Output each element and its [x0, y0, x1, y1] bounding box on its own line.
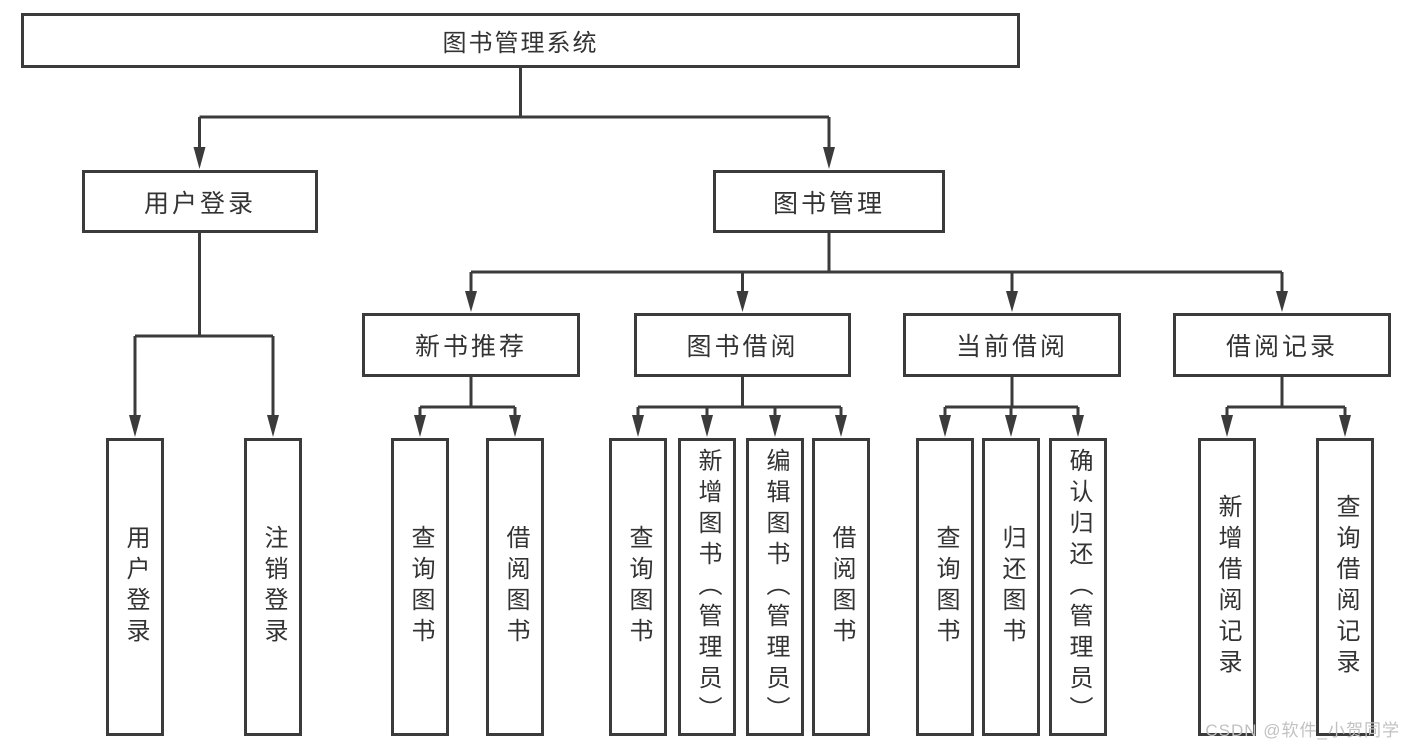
node-label: 借阅记录: [1225, 333, 1338, 361]
arrowheads: [129, 147, 1351, 437]
connector-login-to-leaves: [133, 233, 275, 416]
node-current-borrowing: 当前借阅: [903, 313, 1121, 377]
leaf-borrow-books-recommend: 借阅图书: [486, 438, 544, 736]
leaf-return-books: 归还图书: [982, 438, 1040, 736]
connector-borrow-leaves: [636, 377, 843, 416]
connector-newbook-leaves: [418, 377, 517, 416]
node-label: 图书借阅: [686, 333, 799, 361]
node-label: 图书管理系统: [442, 30, 599, 57]
node-label: 新书推荐: [414, 333, 527, 361]
leaf-label: 确认归还（管理员）: [1065, 447, 1092, 727]
node-user-login: 用户登录: [82, 170, 318, 233]
node-root-book-management-system: 图书管理系统: [21, 13, 1020, 68]
node-book-borrowing: 图书借阅: [634, 313, 851, 377]
leaf-add-borrow-record: 新增借阅记录: [1198, 438, 1256, 736]
csdn-watermark: CSDN @软件_小贺同学: [1205, 721, 1400, 740]
leaf-label: 借阅图书: [828, 525, 855, 649]
connector-root-to-level2: [198, 68, 831, 148]
leaf-logout: 注销登录: [244, 438, 302, 736]
leaf-query-books-current: 查询图书: [916, 438, 974, 736]
leaf-label: 归还图书: [998, 525, 1025, 649]
leaf-user-login: 用户登录: [106, 438, 164, 736]
node-new-book-recommendation: 新书推荐: [362, 313, 580, 377]
leaf-label: 注销登录: [260, 525, 287, 649]
connector-records-leaves: [1225, 377, 1347, 416]
node-book-management: 图书管理: [713, 170, 945, 233]
leaf-query-borrow-record: 查询借阅记录: [1316, 438, 1374, 736]
node-label: 当前借阅: [955, 333, 1068, 361]
leaf-edit-books-admin: 编辑图书（管理员）: [746, 438, 804, 736]
node-label: 图书管理: [772, 189, 885, 218]
leaf-label: 编辑图书（管理员）: [762, 447, 789, 727]
connector-mgmt-to-groups: [469, 233, 1284, 292]
leaf-label: 查询图书: [932, 525, 959, 649]
leaf-label: 查询图书: [625, 525, 652, 649]
leaf-label: 新增图书（管理员）: [694, 447, 721, 727]
leaf-query-books-borrowing: 查询图书: [609, 438, 667, 736]
leaf-label: 查询图书: [407, 525, 434, 649]
leaf-confirm-return-admin: 确认归还（管理员）: [1049, 438, 1107, 736]
leaf-borrow-books: 借阅图书: [812, 438, 870, 736]
leaf-label: 用户登录: [122, 525, 149, 649]
leaf-label: 新增借阅记录: [1214, 494, 1241, 680]
leaf-label: 借阅图书: [502, 525, 529, 649]
leaf-add-books-admin: 新增图书（管理员）: [678, 438, 736, 736]
connector-current-leaves: [943, 377, 1080, 416]
node-label: 用户登录: [143, 189, 256, 218]
leaf-query-books-recommend: 查询图书: [391, 438, 449, 736]
node-borrowing-records: 借阅记录: [1173, 313, 1391, 377]
leaf-label: 查询借阅记录: [1332, 494, 1359, 680]
